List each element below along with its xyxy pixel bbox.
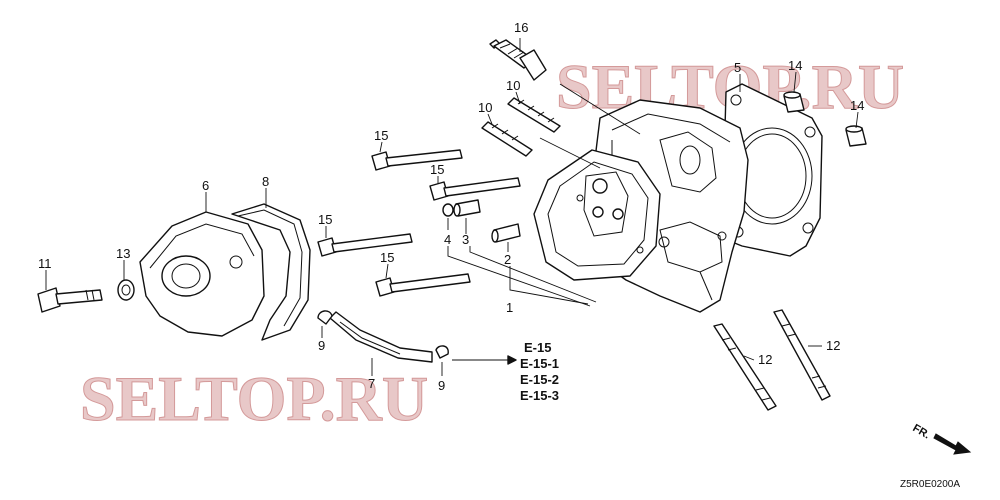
watermark-bottom: SELTOP.RU xyxy=(80,363,428,434)
head-cover-gasket xyxy=(231,203,311,341)
callout-12-b: 12 xyxy=(826,338,840,353)
breather-tube xyxy=(329,311,433,363)
callout-15-c: 15 xyxy=(318,212,332,227)
spark-plug xyxy=(489,39,547,81)
valve-guide-2 xyxy=(491,223,521,243)
callout-9-b: 9 xyxy=(438,378,445,393)
reference-e15-3: E-15-3 xyxy=(520,388,559,403)
callout-1: 1 xyxy=(506,300,513,315)
callout-15-b: 15 xyxy=(430,162,444,177)
callout-6: 6 xyxy=(202,178,209,193)
long-stud-right xyxy=(773,309,831,401)
front-label: FR. xyxy=(911,422,932,441)
callout-16: 16 xyxy=(514,20,528,35)
callout-10-a: 10 xyxy=(506,78,520,93)
stud-bolt-upper xyxy=(507,97,561,133)
reference-e15-1: E-15-1 xyxy=(520,356,559,371)
long-stud-left xyxy=(713,323,777,411)
sealing-washer xyxy=(117,279,135,301)
callout-9-a: 9 xyxy=(318,338,325,353)
callout-13: 13 xyxy=(116,246,130,261)
reference-list: E-15 E-15-1 E-15-2 E-15-3 xyxy=(520,340,559,403)
head-cover xyxy=(139,211,265,337)
flange-bolt-left xyxy=(317,233,413,257)
tube-clip-left xyxy=(317,310,333,325)
valve-seal-4 xyxy=(442,203,454,217)
front-direction-indicator: FR. xyxy=(911,422,972,455)
flange-bolt-top xyxy=(371,149,463,171)
callout-3: 3 xyxy=(462,232,469,247)
reference-e15: E-15 xyxy=(524,340,551,355)
callout-7: 7 xyxy=(368,376,375,391)
callout-14-b: 14 xyxy=(850,98,864,113)
tube-clip-right xyxy=(435,345,449,359)
callout-2: 2 xyxy=(504,252,511,267)
cover-bolt xyxy=(37,287,103,313)
diagram-code: Z5R0E0200A xyxy=(900,479,960,490)
dowel-pin-1 xyxy=(783,91,805,113)
front-arrow-icon xyxy=(933,433,972,455)
callout-5: 5 xyxy=(734,60,741,75)
callout-14-a: 14 xyxy=(788,58,802,73)
callout-numbers: 16 5 14 14 10 10 15 15 6 8 15 4 3 2 15 1… xyxy=(38,20,864,393)
valve-guide-3 xyxy=(453,199,481,217)
head-cover-face xyxy=(533,149,661,281)
flange-bolt-mid xyxy=(429,177,521,201)
callout-11: 11 xyxy=(38,256,52,271)
callout-15-d: 15 xyxy=(380,250,394,265)
reference-e15-2: E-15-2 xyxy=(520,372,559,387)
callout-8: 8 xyxy=(262,174,269,189)
leader-lines xyxy=(45,38,859,376)
dowel-pin-2 xyxy=(845,125,867,147)
stud-bolt-lower xyxy=(481,121,533,157)
callout-10-b: 10 xyxy=(478,100,492,115)
watermark-top: SELTOP.RU xyxy=(556,51,904,122)
flange-bolt-lower xyxy=(375,273,471,297)
callout-15-a: 15 xyxy=(374,128,388,143)
callout-4: 4 xyxy=(444,232,451,247)
callout-12-a: 12 xyxy=(758,352,772,367)
